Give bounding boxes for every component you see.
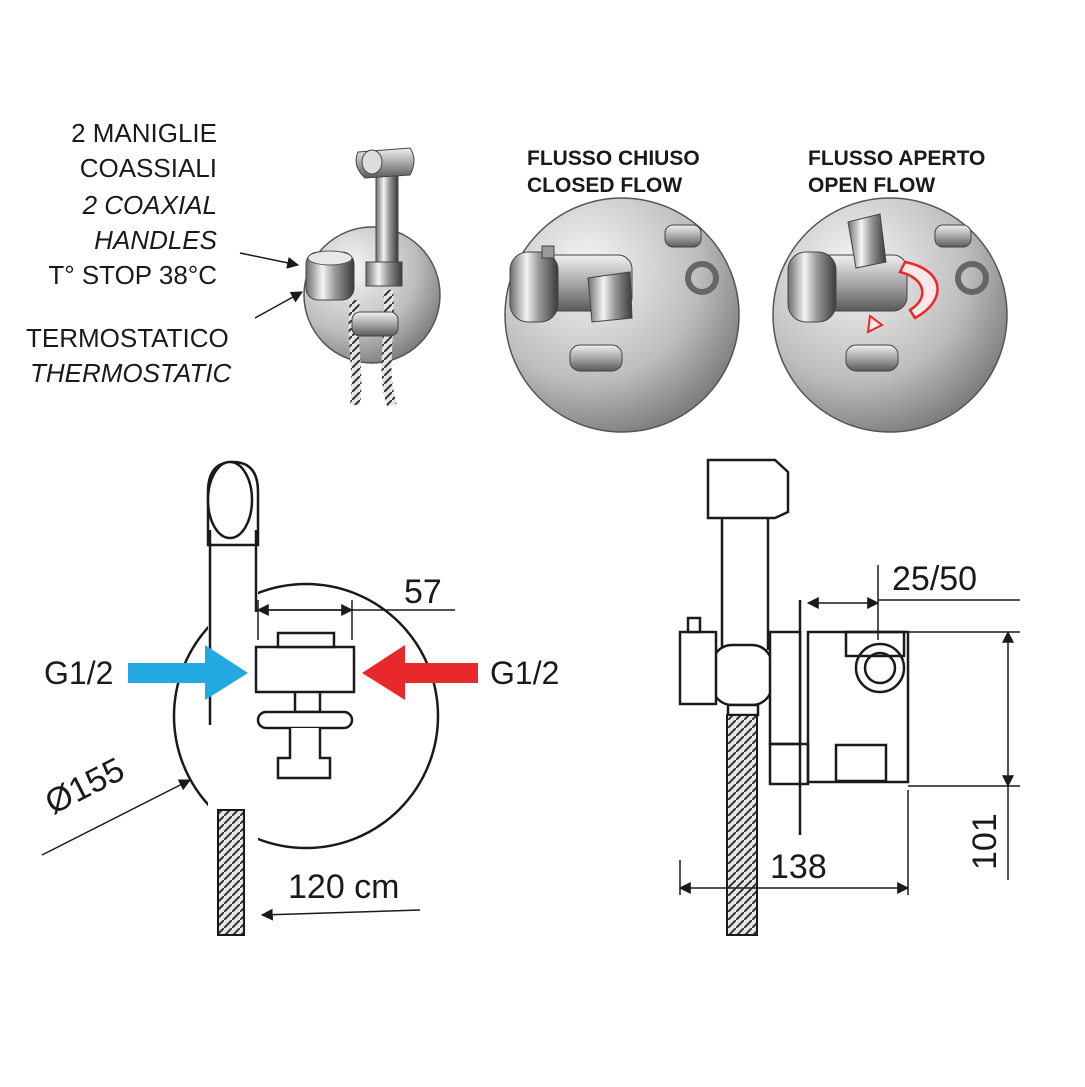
label-handles-en-2: HANDLES (94, 225, 217, 255)
hose-length-leader (260, 908, 421, 921)
product-photo-open-flow (772, 197, 1008, 433)
wall-plate-outline (172, 582, 440, 850)
label-open-flow-it: FLUSSO APERTO (808, 147, 986, 170)
label-handles-it: 2 MANIGLIE (71, 118, 217, 148)
dimension-label-101: 101 (966, 813, 1004, 870)
dimension-57 (256, 600, 455, 640)
dimension-label-138: 138 (770, 848, 827, 886)
label-temp-stop: T° STOP 38°C (48, 260, 217, 290)
dimension-label-25-50: 25/50 (892, 560, 978, 598)
label-closed-flow-it: FLUSSO CHIUSO (527, 147, 700, 170)
product-photo-assembled (303, 147, 441, 407)
label-thermostatic-en: THERMOSTATIC (30, 358, 232, 388)
dimension-101 (908, 630, 1020, 880)
dimension-25-50 (806, 565, 1020, 640)
diameter-leader (41, 779, 192, 856)
leader-lines (239, 252, 304, 319)
cold-inlet-arrow (128, 645, 248, 700)
side-view-drawing (678, 458, 910, 936)
dimension-138 (678, 790, 910, 895)
label-open-flow-en: OPEN FLOW (808, 174, 936, 197)
front-view-drawing (172, 460, 440, 1027)
dimension-label-hose-length: 120 cm (288, 868, 400, 906)
dimension-label-57: 57 (404, 573, 442, 611)
hose-front (217, 809, 245, 936)
hot-inlet-arrow (362, 645, 478, 700)
label-hot-inlet: G1/2 (490, 655, 560, 691)
shower-head-outline (208, 462, 258, 1027)
label-handles-en: 2 COAXIAL (82, 190, 217, 220)
label-handles-it-2: COASSIALI (79, 153, 217, 183)
product-photo-closed-flow (504, 197, 740, 433)
label-thermostatic-it: TERMOSTATICO (26, 323, 229, 353)
label-closed-flow-en: CLOSED FLOW (527, 174, 683, 197)
label-cold-inlet: G1/2 (44, 655, 114, 691)
